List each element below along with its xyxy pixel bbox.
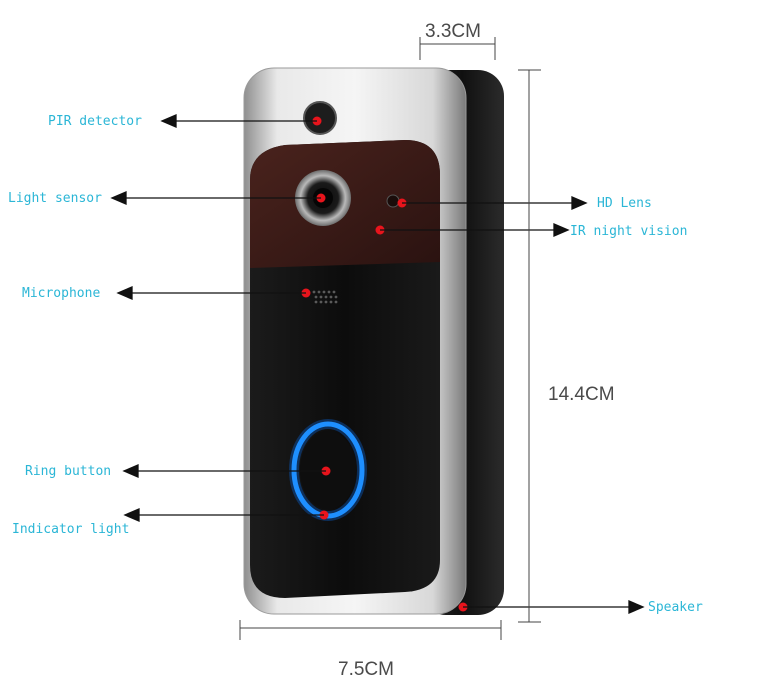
- label-speaker: Speaker: [648, 600, 703, 615]
- ir-led: [386, 194, 400, 208]
- dimension-lines: [239, 37, 541, 640]
- dimension-width: 7.5CM: [338, 659, 394, 680]
- dimension-depth: 3.3CM: [425, 21, 481, 42]
- dimension-height: 14.4CM: [548, 384, 615, 405]
- label-hd-lens: HD Lens: [597, 196, 652, 211]
- label-indicator-light: Indicator light: [12, 522, 129, 537]
- label-pir-detector: PIR detector: [48, 114, 142, 129]
- label-ring-button: Ring button: [25, 464, 111, 479]
- callout-lines: [110, 114, 645, 614]
- doorbell-device: [243, 67, 504, 615]
- microphone-grille: [312, 290, 338, 304]
- label-microphone: Microphone: [22, 286, 100, 301]
- label-ir-night-vision: IR night vision: [570, 224, 687, 239]
- label-light-sensor: Light sensor: [8, 191, 102, 206]
